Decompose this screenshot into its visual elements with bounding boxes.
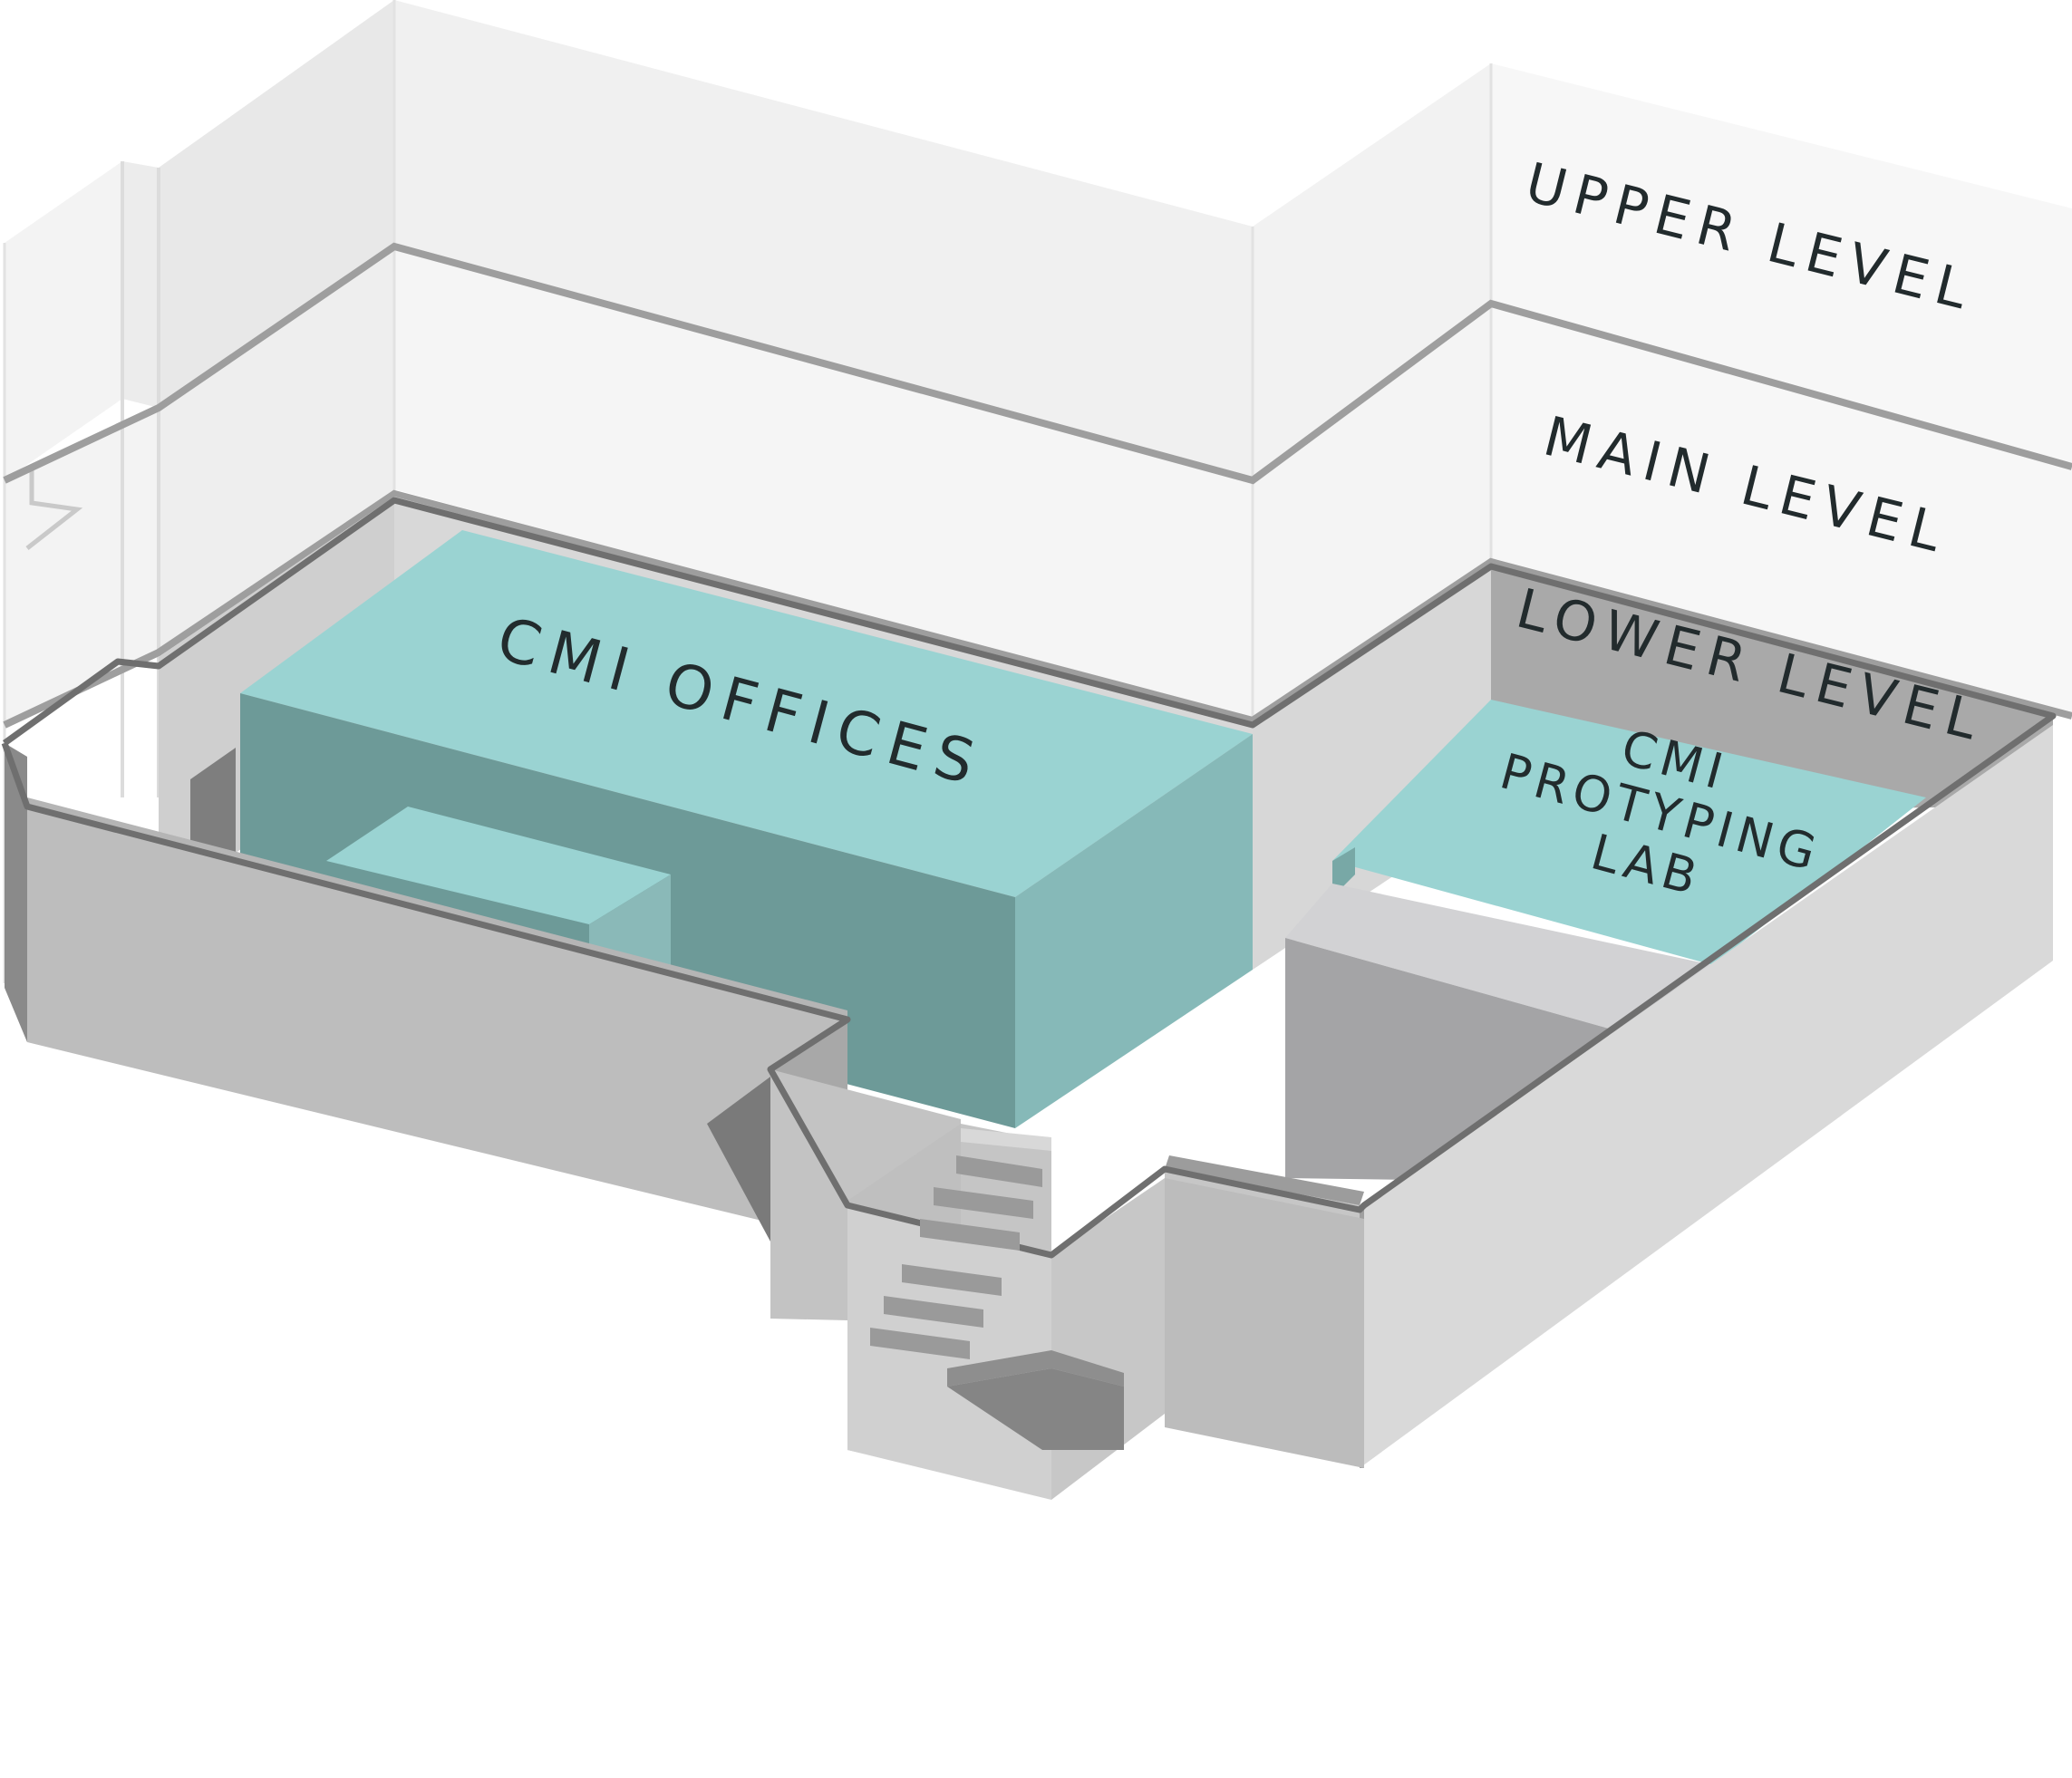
upper-level-massing bbox=[3, 0, 2072, 983]
stair-icon bbox=[870, 1128, 1124, 1450]
front-walls bbox=[1, 497, 2057, 1500]
